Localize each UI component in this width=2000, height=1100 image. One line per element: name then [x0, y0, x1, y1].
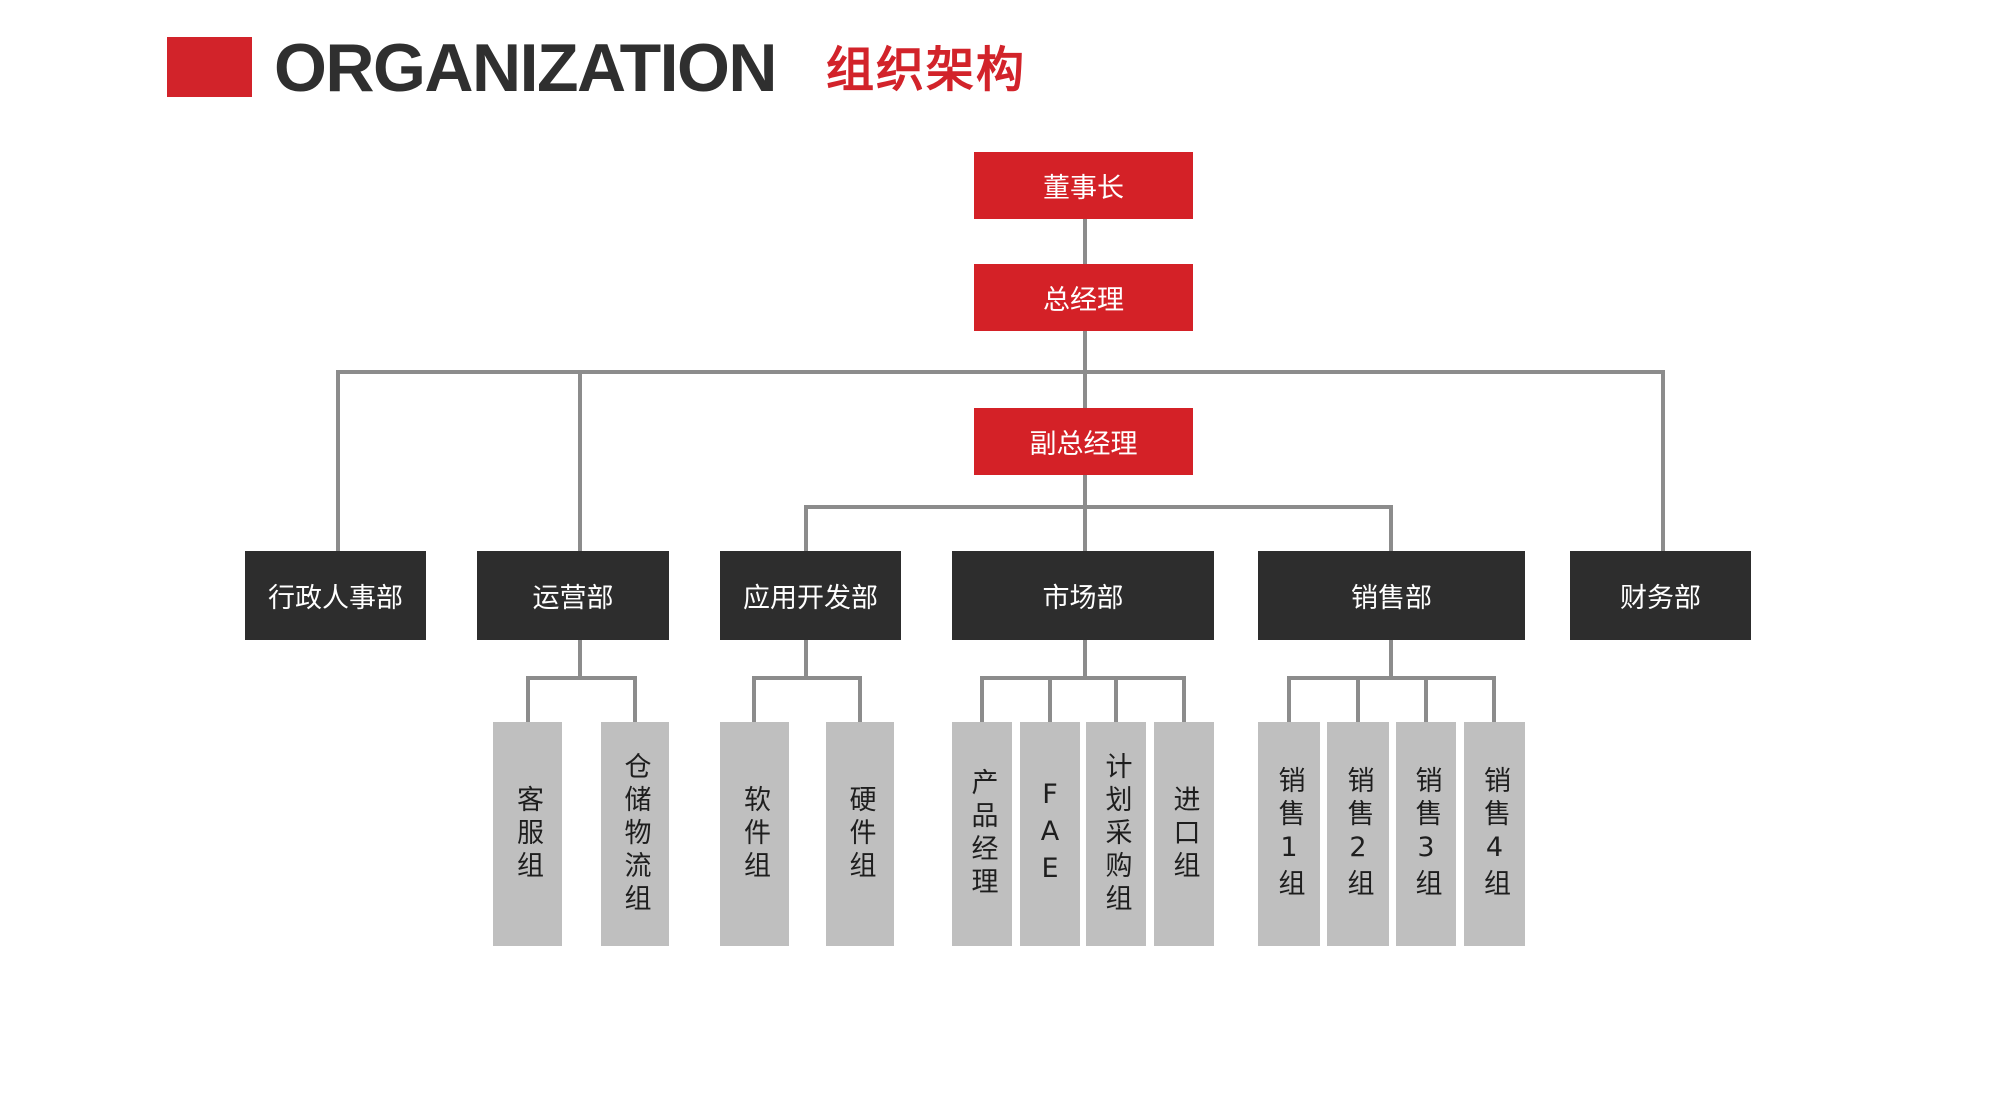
dept-operations: 运营部	[477, 551, 669, 640]
group-sales-1: 销售1组	[1258, 722, 1320, 946]
group-sales-4: 销售4组	[1464, 722, 1525, 946]
group-warehouse-logistics: 仓储物流组	[601, 722, 669, 946]
header-accent-block	[167, 37, 252, 97]
group-label: 销售3组	[1410, 766, 1442, 902]
node-chairman: 董事长	[974, 152, 1193, 219]
group-software: 软件组	[720, 722, 789, 946]
page-title: ORGANIZATION	[274, 30, 778, 106]
group-label: 销售4组	[1479, 766, 1510, 902]
group-label: 软件组	[739, 784, 770, 884]
node-label: 总经理	[1043, 285, 1124, 316]
dept-label: 销售部	[1351, 583, 1432, 614]
group-label: 销售2组	[1342, 766, 1374, 902]
group-label: 客服组	[512, 784, 543, 884]
group-sales-2: 销售2组	[1327, 722, 1389, 946]
group-customer-service: 客服组	[493, 722, 562, 946]
dept-label: 行政人事部	[268, 583, 403, 614]
group-label: 硬件组	[844, 784, 876, 884]
page-subtitle: 组织架构	[826, 42, 1027, 98]
group-label: FAE	[1034, 778, 1066, 890]
group-label: 销售1组	[1273, 766, 1305, 902]
group-label: 计划采购组	[1100, 751, 1132, 917]
group-label: 仓储物流组	[619, 751, 651, 917]
dept-marketing: 市场部	[952, 551, 1214, 640]
node-label: 董事长	[1043, 173, 1124, 204]
group-import: 进口组	[1154, 722, 1214, 946]
dept-label: 运营部	[532, 583, 614, 614]
dept-label: 市场部	[1042, 583, 1124, 614]
node-general-manager: 总经理	[974, 264, 1193, 331]
node-deputy-general-manager: 副总经理	[974, 408, 1193, 475]
group-sales-3: 销售3组	[1396, 722, 1456, 946]
group-label: 进口组	[1168, 784, 1200, 884]
dept-finance: 财务部	[1570, 551, 1751, 640]
group-product-manager: 产品经理	[952, 722, 1012, 946]
group-hardware: 硬件组	[826, 722, 894, 946]
dept-admin-hr: 行政人事部	[245, 551, 426, 640]
group-planning-procurement: 计划采购组	[1086, 722, 1146, 946]
dept-label: 应用开发部	[743, 583, 878, 614]
dept-label: 财务部	[1620, 583, 1701, 614]
node-label: 副总经理	[1029, 429, 1138, 460]
dept-sales: 销售部	[1258, 551, 1525, 640]
dept-app-development: 应用开发部	[720, 551, 901, 640]
group-fae: FAE	[1020, 722, 1080, 946]
group-label: 产品经理	[966, 768, 998, 900]
